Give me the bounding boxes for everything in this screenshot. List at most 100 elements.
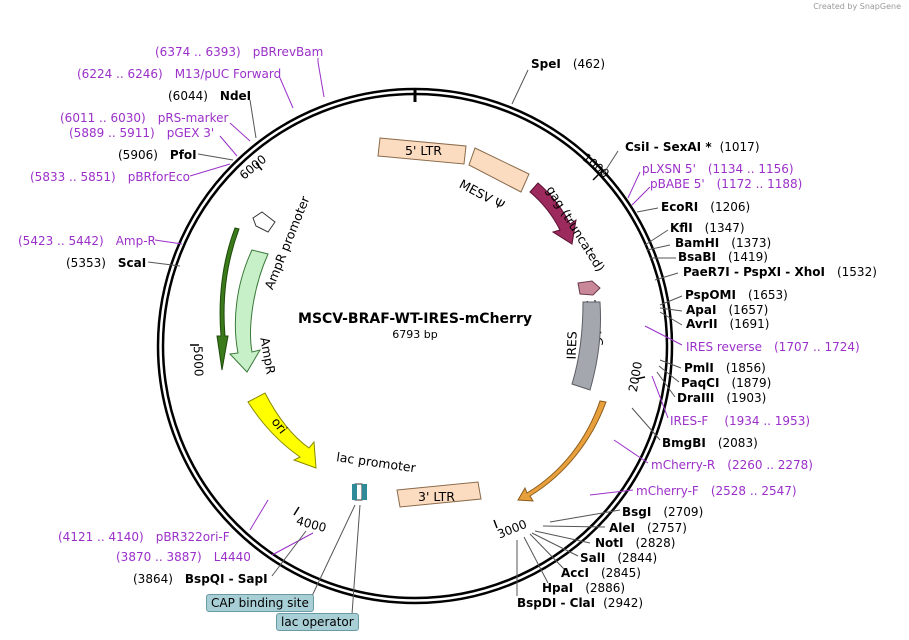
feature-ampr-label: AmpR bbox=[257, 336, 278, 376]
primer-ires-reverse[interactable]: IRES reverse(1707 .. 1724) bbox=[686, 340, 860, 354]
leader-alei bbox=[542, 525, 606, 528]
leader-m13 bbox=[279, 77, 294, 109]
site-csii-sexai[interactable]: CsiI - SexAI *(1017) bbox=[625, 140, 760, 154]
feature-ampr-promoter-label: AmpR promoter bbox=[261, 193, 312, 292]
feature-5ltr-label: 5' LTR bbox=[405, 143, 442, 158]
tick-1000-mark bbox=[592, 169, 604, 181]
leader-sali bbox=[531, 532, 579, 557]
primer-pbrforeco[interactable]: (5833 .. 5851)pBRforEco bbox=[30, 170, 190, 184]
leader-scai bbox=[147, 261, 181, 267]
leader-plxsn bbox=[627, 171, 641, 199]
tick-3000-mark bbox=[493, 519, 498, 529]
tick-4000: 4000 bbox=[295, 514, 328, 535]
primer-pbrrevbam[interactable]: (6374 .. 6393)pBRrevBam bbox=[155, 45, 323, 59]
site-paqci[interactable]: PaqCI(1879) bbox=[681, 376, 771, 390]
site-bspdi-clai[interactable]: BspDI - ClaI(2942) bbox=[517, 596, 643, 610]
site-paer7i-pspxi-xhoi[interactable]: PaeR7I - PspXI - XhoI(1532) bbox=[683, 265, 877, 279]
leader-l4440 bbox=[271, 532, 314, 556]
primer-m13-puc-forward[interactable]: (6224 .. 6246)M13/pUC Forward bbox=[77, 67, 281, 81]
leader-pmli bbox=[659, 359, 682, 369]
primer-pbabe-5[interactable]: pBABE 5'(1172 .. 1188) bbox=[650, 177, 802, 191]
feature-mesv-psi[interactable] bbox=[468, 147, 530, 193]
feature-3ltr-label: 3' LTR bbox=[418, 489, 455, 504]
site-kfli[interactable]: KflI(1347) bbox=[670, 221, 745, 235]
feature-lac-promoter-label: lac promoter bbox=[335, 449, 417, 475]
leader-amp-r bbox=[154, 239, 183, 245]
site-sali[interactable]: SalI(2844) bbox=[580, 551, 657, 565]
leader-bsgi bbox=[549, 509, 621, 523]
cap-site-mark bbox=[362, 484, 367, 500]
site-bspqi-sapi[interactable]: (3864)BspQI - SapI bbox=[133, 572, 268, 586]
site-bsgi[interactable]: BsgI(2709) bbox=[622, 505, 703, 519]
site-avrii[interactable]: AvrII(1691) bbox=[686, 317, 769, 331]
leader-kfli bbox=[644, 229, 669, 246]
feature-ori[interactable] bbox=[247, 392, 317, 469]
feature-ampr-promoter[interactable] bbox=[252, 211, 276, 233]
site-bamhi[interactable]: BamHI(1373) bbox=[675, 236, 771, 250]
feature-3ltr[interactable] bbox=[396, 481, 482, 508]
primer-mcherry-r[interactable]: mCherry-R(2260 .. 2278) bbox=[651, 458, 813, 472]
leader-lac-operator bbox=[351, 504, 361, 615]
leader-pbrforeco bbox=[189, 163, 231, 177]
leader-xhoi bbox=[654, 272, 679, 281]
feature-ires[interactable] bbox=[571, 301, 601, 391]
plasmid-name: MSCV-BRAF-WT-IRES-mCherry bbox=[298, 311, 532, 327]
leader-prs-marker bbox=[229, 122, 251, 142]
site-spei[interactable]: SpeI(462) bbox=[531, 57, 605, 71]
feature-3xflag[interactable] bbox=[577, 280, 601, 296]
site-ndei[interactable]: (6044)NdeI bbox=[168, 89, 251, 103]
tick-2000: 2000 bbox=[626, 360, 645, 393]
leader-acci bbox=[529, 533, 566, 571]
leader-paqci bbox=[658, 365, 680, 383]
site-apai[interactable]: ApaI(1657) bbox=[686, 303, 768, 317]
feature-ampr[interactable] bbox=[228, 249, 269, 373]
site-bsabi[interactable]: BsaBI(1419) bbox=[678, 250, 768, 264]
site-pfoi[interactable]: (5906)PfoI bbox=[118, 148, 197, 162]
leader-pspomi bbox=[659, 295, 683, 306]
leader-pfoi bbox=[197, 153, 234, 161]
feature-gag-label: gag (truncated) bbox=[543, 183, 608, 274]
tick-4000-mark bbox=[293, 506, 300, 516]
tick-6000-mark bbox=[255, 162, 263, 171]
primer-pgex-3[interactable]: (5889 .. 5911)pGEX 3' bbox=[69, 126, 214, 140]
site-noti[interactable]: NotI(2828) bbox=[595, 536, 675, 550]
primer-ires-f[interactable]: IRES-F(1934 .. 1953) bbox=[670, 414, 810, 428]
site-ecori[interactable]: EcoRI(1206) bbox=[661, 200, 750, 214]
site-acci[interactable]: AccI(2845) bbox=[561, 566, 641, 580]
primer-plxsn-5[interactable]: pLXSN 5'(1134 .. 1156) bbox=[642, 162, 794, 176]
snapgene-credit: Created by SnapGene bbox=[813, 2, 901, 11]
leader-avrii bbox=[659, 311, 683, 326]
leader-pbabe bbox=[631, 186, 651, 206]
primer-l4440[interactable]: (3870 .. 3887)L4440 bbox=[116, 550, 251, 564]
callout-lac-operator[interactable]: lac operator bbox=[276, 613, 359, 631]
site-pspomi[interactable]: PspOMI(1653) bbox=[685, 288, 788, 302]
leader-sapi bbox=[271, 530, 307, 577]
primer-pbr322ori-f[interactable]: (4121 .. 4140)pBR322ori-F bbox=[58, 530, 230, 544]
leader-noti bbox=[534, 530, 591, 544]
callout-cap-binding-site[interactable]: CAP binding site bbox=[206, 594, 314, 612]
feature-ampr-arrow-2[interactable] bbox=[216, 227, 240, 371]
tick-2000-mark bbox=[635, 376, 646, 380]
site-bmgbi[interactable]: BmgBI(2083) bbox=[662, 436, 758, 450]
leader-ndei bbox=[249, 99, 257, 139]
site-draiii[interactable]: DraIII(1903) bbox=[677, 391, 766, 405]
primer-prs-marker[interactable]: (6011 .. 6030)pRS-marker bbox=[60, 111, 228, 125]
site-scai[interactable]: (5353)ScaI bbox=[66, 256, 146, 270]
leader-pbr322ori bbox=[249, 499, 269, 531]
primer-mcherry-f[interactable]: mCherry-F(2528 .. 2547) bbox=[636, 484, 797, 498]
leader-hpai bbox=[523, 536, 549, 584]
feature-ires-label: IRES bbox=[564, 331, 580, 360]
feature-mesv-psi-label: MESV Ψ bbox=[457, 176, 507, 212]
site-pmli[interactable]: PmlI(1856) bbox=[684, 361, 766, 375]
feature-mcherry[interactable] bbox=[517, 400, 607, 502]
site-hpai[interactable]: HpaI(2886) bbox=[542, 581, 625, 595]
leader-apai bbox=[659, 307, 683, 312]
feature-gag[interactable] bbox=[529, 182, 577, 245]
primer-amp-r[interactable]: (5423 .. 5442)Amp-R bbox=[18, 234, 156, 248]
feature-5ltr[interactable] bbox=[377, 137, 467, 165]
leader-pgex bbox=[219, 135, 238, 157]
lac-operator-mark bbox=[352, 484, 357, 500]
leader-pbrrevbam bbox=[317, 58, 325, 98]
site-alei[interactable]: AleI(2757) bbox=[609, 521, 687, 535]
plasmid-size: 6793 bp bbox=[392, 328, 437, 341]
